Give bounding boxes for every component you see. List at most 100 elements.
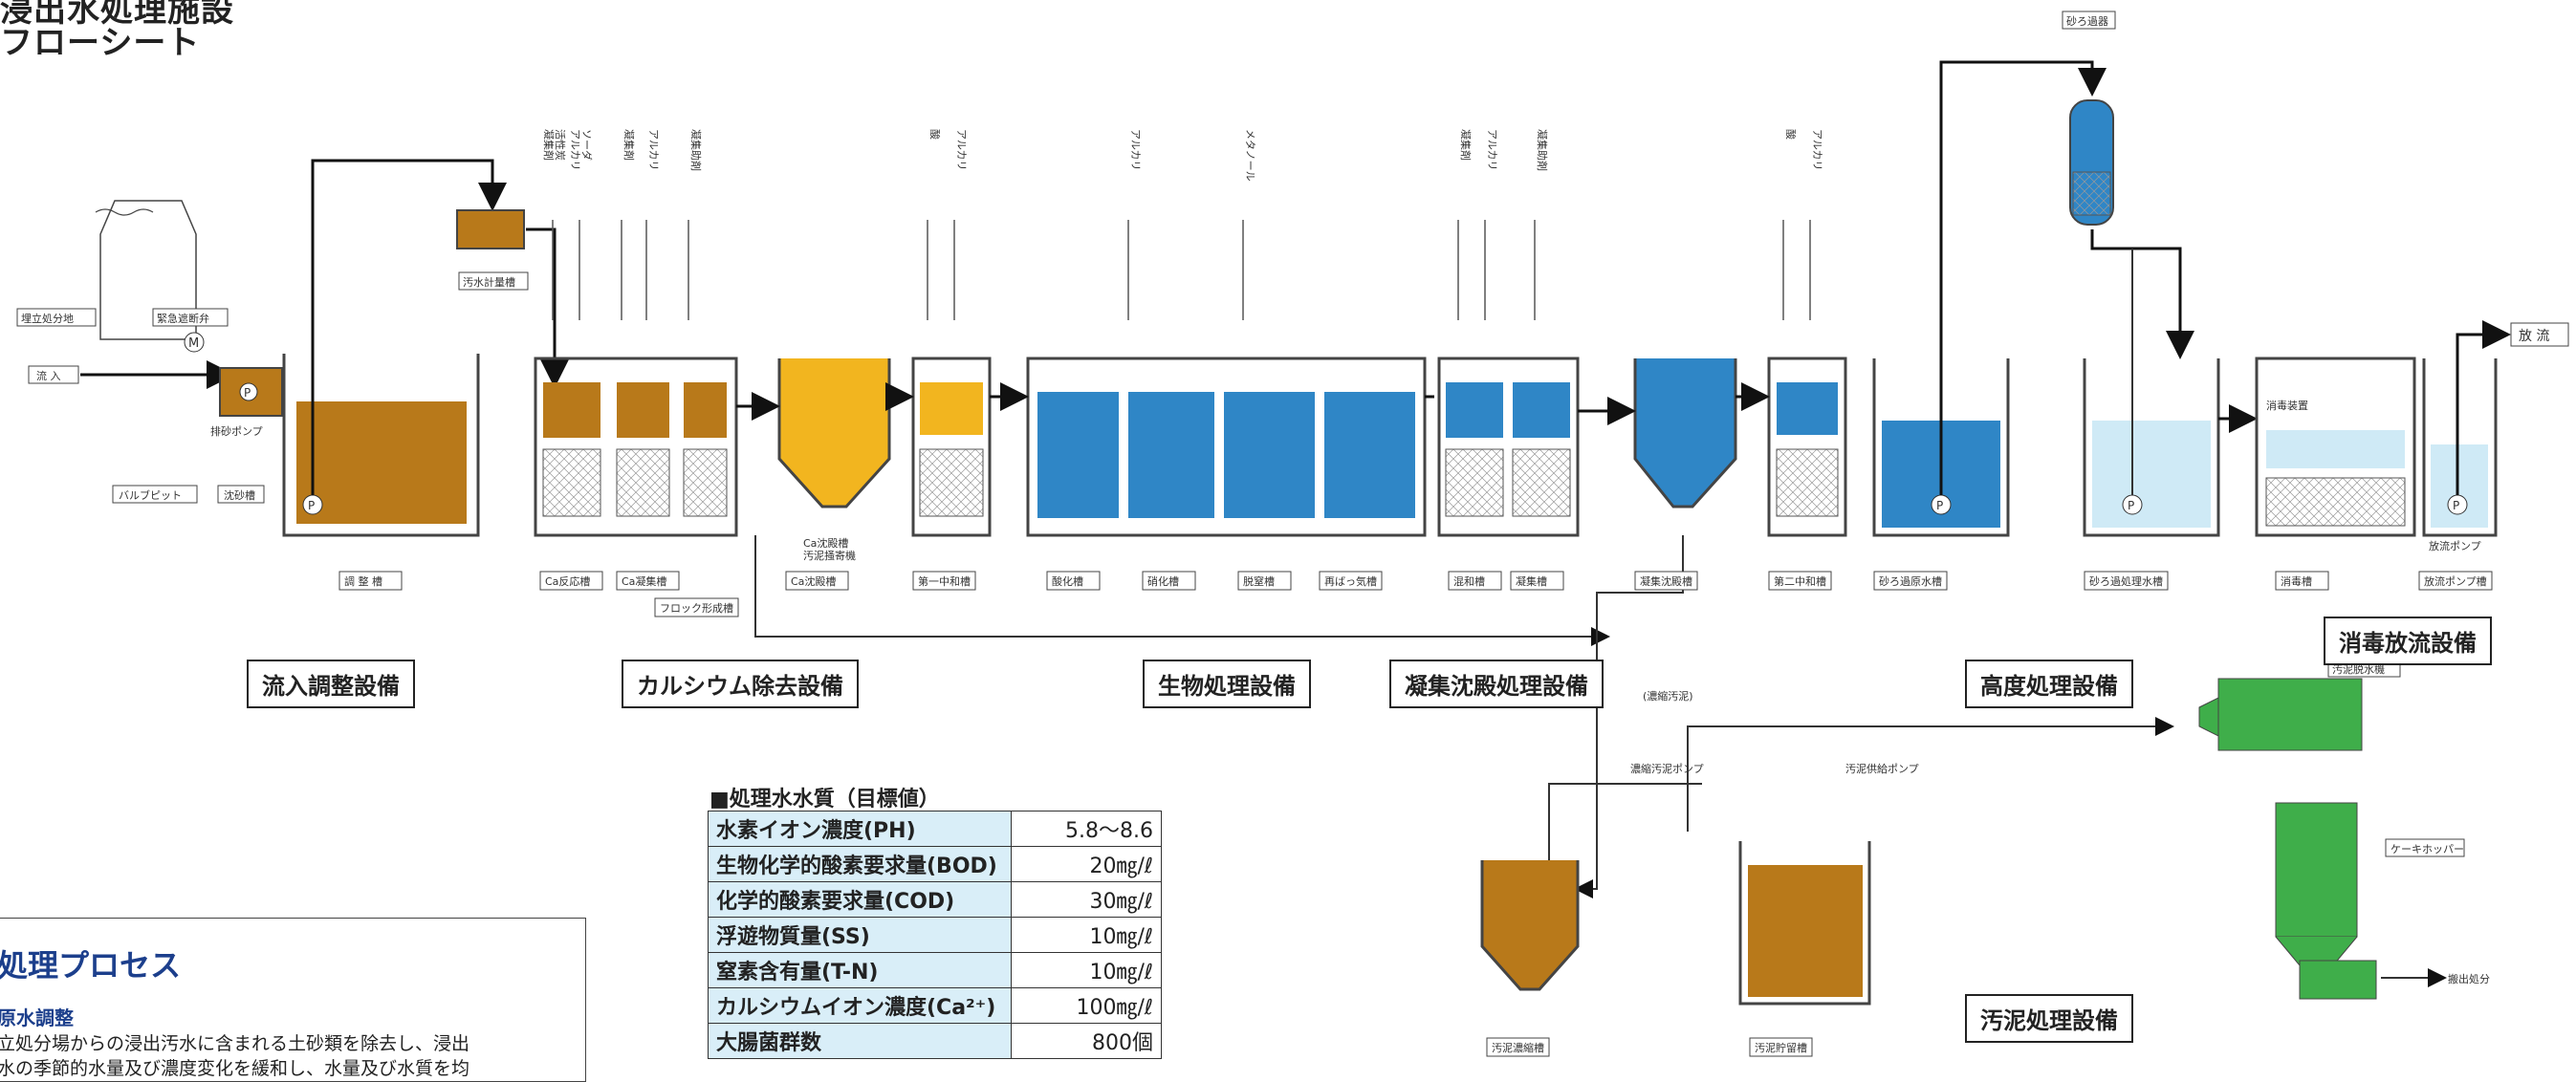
quality-key: カルシウムイオン濃度(Ca²⁺) [708,987,1012,1024]
quality-value: 20㎎/ℓ [1011,846,1162,882]
tank-tag-label: 混和槽 [1453,575,1485,588]
section-sludge: 汚泥処理設備 [1965,994,2133,1043]
tank-tag-label: 硝化槽 [1147,574,1179,588]
grit-tank-label: 沈砂槽 [224,488,255,502]
chemical-label: 凝集助剤 [689,129,703,171]
quality-row: 窒素含有量(T-N)10㎎/ℓ [708,952,1162,988]
meter-tank-label: 汚水計量槽 [463,275,515,289]
svg-text:M: M [188,336,199,351]
chemical-label: アルカリ [1811,129,1823,171]
quality-key: 化学的酸素要求量(COD) [708,881,1012,918]
tank-tag-label: Ca反応槽 [545,574,590,588]
tank-tag-box [2275,571,2329,591]
chemical-label: アルカリ [1486,129,1498,171]
quality-row: 水素イオン濃度(PH)5.8〜8.6 [708,811,1162,847]
section-calcium: カルシウム除去設備 [622,660,859,708]
svg-text:P: P [1936,499,1943,512]
tank-tag-label: 凝集槽 [1516,574,1547,588]
tank-tag-box [1749,1037,1813,1057]
grit-pump-label: 排砂ポンプ [210,424,263,438]
emergency-valve-label: 緊急遮断弁 [157,312,209,325]
tank-tag-label: 再ばっ気槽 [1324,574,1377,588]
quality-row: カルシウムイオン濃度(Ca²⁺)100㎎/ℓ [708,987,1162,1024]
quality-value: 30㎎/ℓ [1011,881,1162,918]
tank-tag-box [1510,571,1564,591]
tank-tag-box [1319,571,1383,591]
chemical-label: メタノール [1244,129,1256,182]
sludge-dehydrator-label: 汚泥脱水機 [2332,662,2385,676]
tank-tag-box [2084,571,2169,591]
tank-tag-box [616,571,680,591]
tank-tag-box [1634,571,1698,591]
tank-tag-label: 第一中和槽 [918,574,971,588]
tank-tag-label: Ca凝集槽 [622,574,666,588]
ca-settler-notes: Ca沈殿槽汚泥掻寄機 [803,536,856,562]
quality-key: 大腸菌群数 [708,1023,1012,1059]
tank-tag-label: 酸化槽 [1052,574,1083,588]
chemical-label: アルカリ [647,129,660,171]
quality-heading: ■処理水水質（目標値） [709,788,940,812]
quality-key: 浮遊物質量(SS) [708,917,1012,953]
chemical-label: 活性炭凝集剤 [542,129,567,161]
tank-tag-box [654,597,739,617]
tank-tag-label: 砂ろ過原水槽 [1879,575,1942,588]
tank-tag-box [2418,571,2493,591]
discharge-label: 放 流 [2519,329,2549,344]
chemical-label: ソーダアルカリ [569,129,594,171]
tank-tag-label: 砂ろ過処理水槽 [2089,575,2163,588]
concentrated-sludge-label: (濃縮汚泥) [1643,689,1693,703]
process-text: 立処分場からの浸出汚水に含まれる土砂類を除去し、浸出 水の季節的水量及び濃度変化… [0,1033,470,1079]
valve-pit-label: バルブピット [119,488,182,502]
tank-tag-box [1873,571,1948,591]
tank-tag-box [1046,571,1101,591]
tank-tag-label: 汚泥貯留槽 [1755,1042,1807,1054]
chemical-label: 凝集剤 [1459,129,1473,161]
quality-value: 100㎎/ℓ [1011,987,1162,1024]
discharge-pump-label: 放流ポンプ [2429,539,2481,552]
process-title: 処理プロセス [0,947,182,984]
tank-tag-box [539,571,603,591]
tank-tag-box [1486,1037,1550,1057]
svg-text:P: P [308,499,315,512]
tank-tag-label: 調 整 槽 [344,574,382,588]
disinfection-device-label: 消毒装置 [2266,399,2308,412]
quality-value: 10㎎/ℓ [1011,917,1162,953]
quality-key: 水素イオン濃度(PH) [708,811,1012,847]
cake-hopper-label: ケーキホッパー [2390,843,2464,855]
chemical-label: 凝集剤 [622,129,636,161]
filter-label: 砂ろ過器 [2066,15,2108,28]
tank-tag-box [1768,571,1832,591]
dispose-label: 搬出処分 [2448,972,2490,985]
quality-row: 浮遊物質量(SS)10㎎/ℓ [708,917,1162,953]
quality-row: 化学的酸素要求量(COD)30㎎/ℓ [708,881,1162,918]
process-panel: 処理プロセス 原水調整 立処分場からの浸出汚水に含まれる土砂類を除去し、浸出 水… [0,918,586,1082]
svg-text:P: P [2128,499,2134,512]
chemical-feeds: 活性炭凝集剤ソーダアルカリ凝集剤アルカリ凝集助剤酸アルカリアルカリメタノール凝集… [542,129,1823,320]
tank-tag-box [1237,571,1292,591]
tank-tag-box [1142,571,1196,591]
tank-tag-label: Ca沈殿槽 [791,574,836,588]
tank-tag-box [338,571,403,591]
quality-row: 生物化学的酸素要求量(BOD)20㎎/ℓ [708,846,1162,882]
tank-tag-label: 第二中和槽 [1774,574,1826,588]
inflow-label: 流 入 [36,369,61,382]
supply-pump-label: 汚泥供給ポンプ [1845,762,1919,775]
quality-value: 10㎎/ℓ [1011,952,1162,988]
tank-tag-label: 汚泥濃縮槽 [1492,1041,1544,1054]
chemical-label: アルカリ [1129,129,1142,171]
quality-key: 窒素含有量(T-N) [708,952,1012,988]
tank-tag-label: 放流ポンプ槽 [2424,574,2487,588]
chemical-label: 酸 [1784,129,1798,140]
quality-key: 生物化学的酸素要求量(BOD) [708,846,1012,882]
conc-pump-label: 濃縮汚泥ポンプ [1630,762,1704,775]
section-bio: 生物処理設備 [1143,660,1311,708]
chemical-label: 凝集助剤 [1536,129,1549,171]
tank-tag-box [1448,571,1502,591]
landfill-stack [95,200,197,340]
tank-tag-box [785,571,849,591]
process-subtitle: 原水調整 [0,1006,74,1029]
